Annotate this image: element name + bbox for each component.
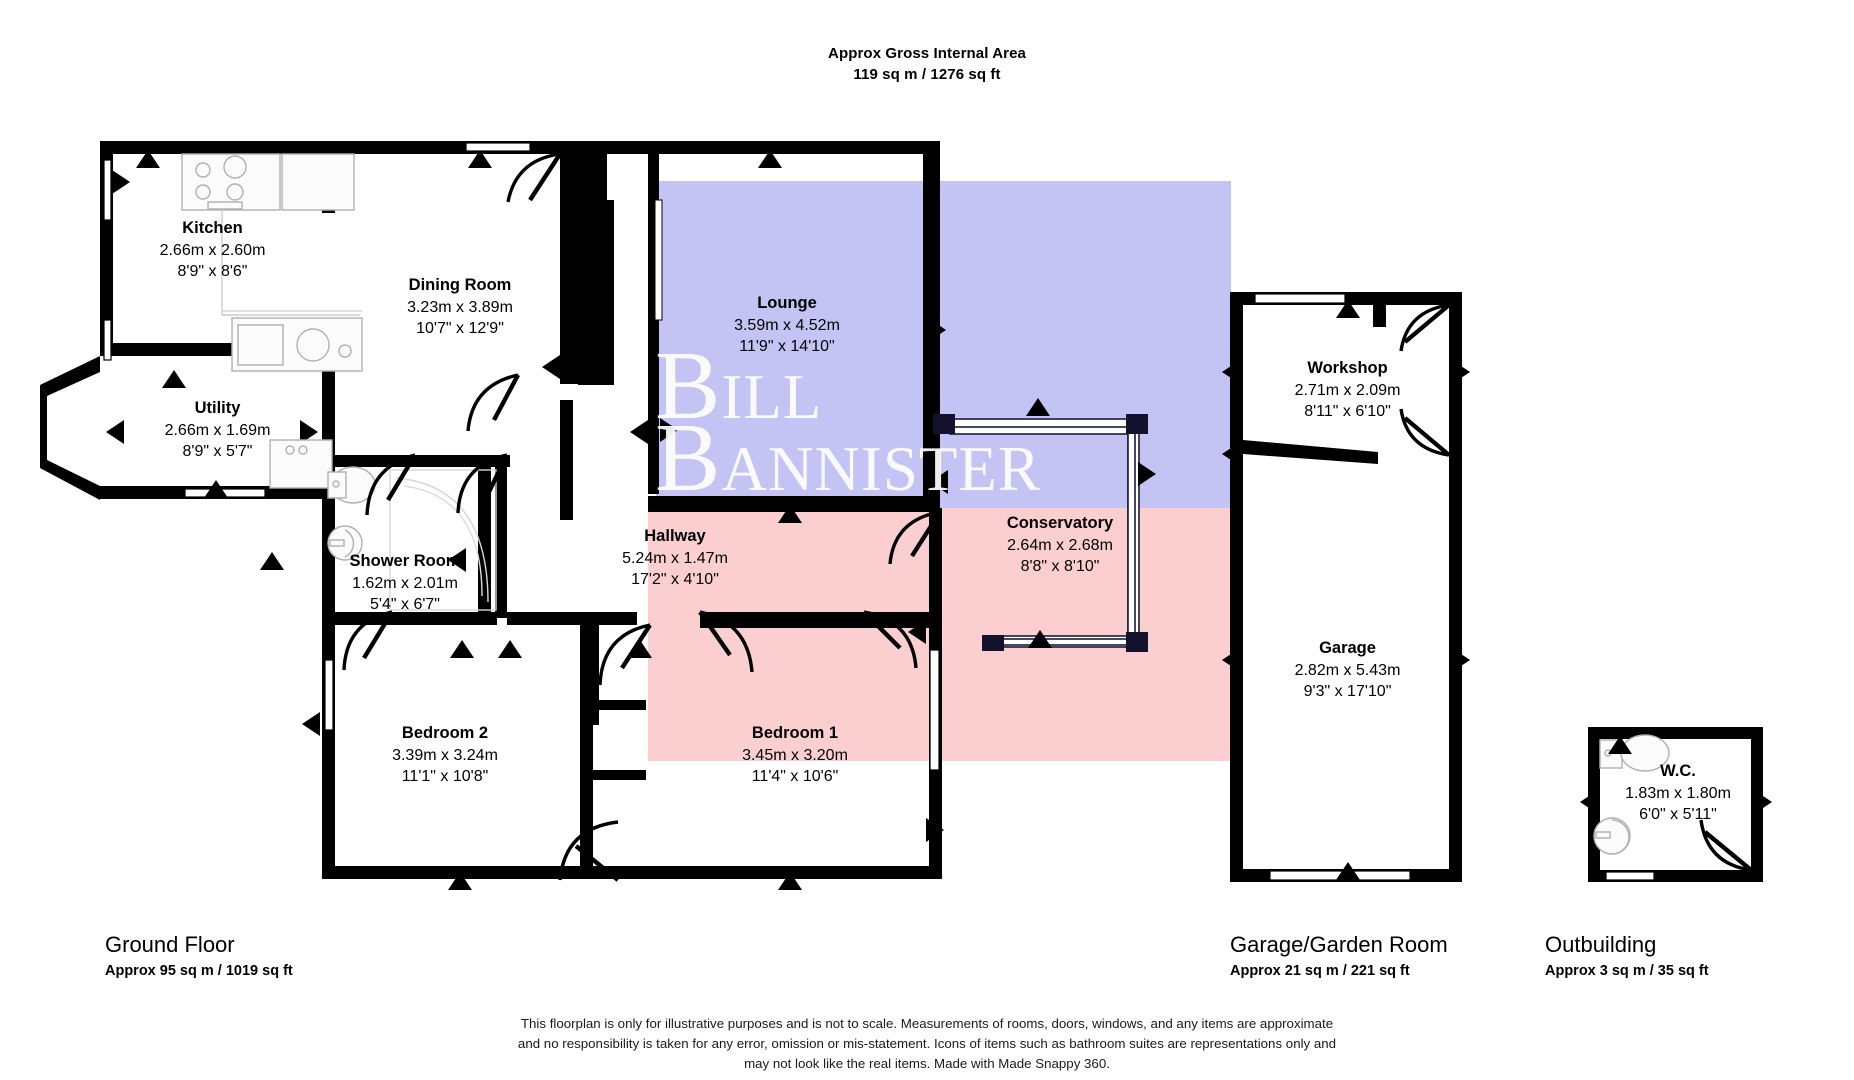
ground-floor-windows — [103, 142, 940, 771]
section-title-ground-floor: Ground Floor — [105, 932, 235, 957]
section-title-outbuilding: Outbuilding — [1545, 932, 1657, 957]
garage-door-leaves — [1403, 303, 1451, 457]
gross-internal-area-value: 119 sq m / 1276 sq ft — [853, 66, 1001, 83]
garage-arrows — [1222, 300, 1470, 880]
door-leaves — [362, 152, 942, 882]
garage-block-plan — [1222, 292, 1470, 882]
conservatory-arrows — [930, 398, 1156, 648]
ground-floor-plan — [40, 141, 1156, 890]
section-title-garage-garden: Garage/Garden Room — [1230, 932, 1448, 957]
section-area-garage-garden: Approx 21 sq m / 221 sq ft — [1230, 963, 1410, 979]
outbuilding-plan — [1580, 727, 1772, 882]
garage-windows — [1254, 293, 1411, 881]
outbuilding-door-arcs — [1699, 819, 1752, 872]
outbuilding-door-leaves — [1703, 830, 1753, 872]
gross-internal-area-title: Approx Gross Internal Area — [828, 45, 1026, 62]
outbuilding-arrows — [1580, 736, 1772, 814]
disclaimer-line-1: This floorplan is only for illustrative … — [520, 1016, 1334, 1031]
utility-fixtures — [269, 439, 333, 489]
garage-walls — [1230, 292, 1462, 882]
section-area-ground-floor: Approx 95 sq m / 1019 sq ft — [105, 963, 293, 979]
door-arcs — [342, 152, 941, 881]
disclaimer-text: This floorplan is only for illustrative … — [0, 1014, 1854, 1075]
kitchen-fixtures — [181, 153, 363, 372]
section-caption-garage-garden: Garage/Garden Room Approx 21 sq m / 221 … — [1230, 932, 1448, 979]
garage-door-arcs — [1399, 303, 1450, 457]
wc-fixtures — [1593, 734, 1670, 855]
conservatory-glazing — [933, 414, 1148, 652]
outbuilding-windows — [1605, 871, 1655, 881]
disclaimer-line-2: and no responsibility is taken for any e… — [517, 1036, 1337, 1052]
section-caption-outbuilding: Outbuilding Approx 3 sq m / 35 sq ft — [1545, 932, 1709, 979]
disclaimer-line-3: may not look like the real items. Made w… — [744, 1056, 1110, 1072]
section-caption-ground-floor: Ground Floor Approx 95 sq m / 1019 sq ft — [105, 932, 293, 979]
section-area-outbuilding: Approx 3 sq m / 35 sq ft — [1545, 963, 1709, 979]
bathroom-fixtures — [327, 466, 497, 611]
